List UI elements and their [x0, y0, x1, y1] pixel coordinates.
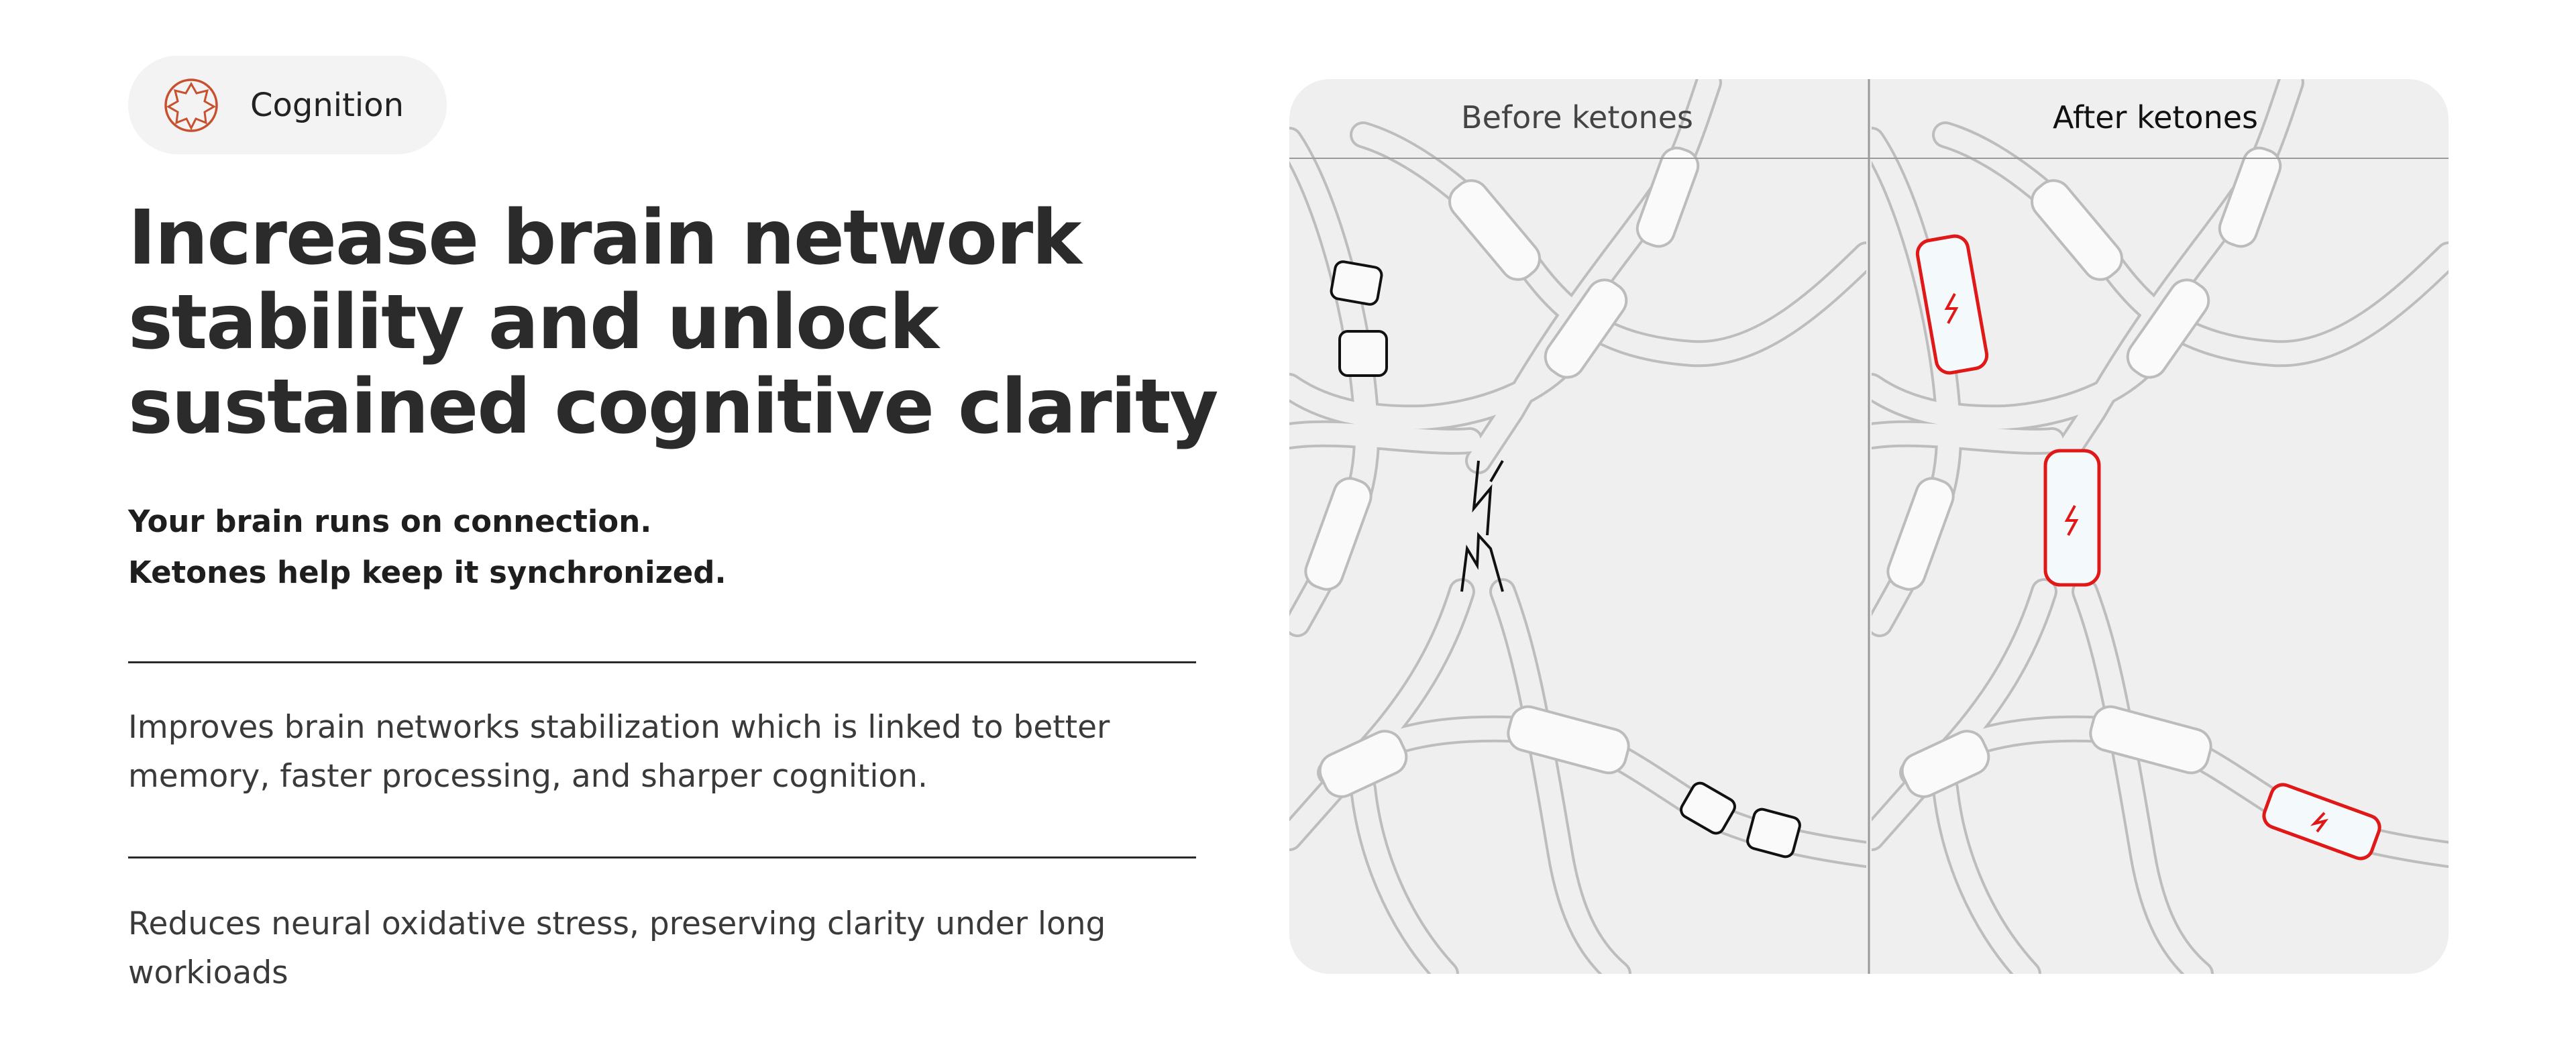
lightning-icon	[1944, 293, 2328, 833]
after-label: After ketones	[2053, 99, 2258, 135]
before-after-illustration: Before ketones After ketones	[1289, 79, 2449, 974]
subtitle-line: Your brain runs on connection.	[128, 504, 652, 539]
before-panel	[1289, 82, 1866, 974]
page-title: Increase brain network stability and unl…	[128, 196, 1235, 449]
category-badge: Cognition	[128, 56, 447, 154]
divider	[128, 661, 1196, 663]
benefit-text: Improves brain networks stabilization wh…	[128, 709, 1110, 795]
neural-network-illustration	[1289, 79, 2449, 974]
subtitle: Your brain runs on connection. Ketones h…	[128, 496, 727, 598]
broken-connection-icon	[1330, 260, 1801, 858]
title-line: Increase brain network	[128, 195, 1082, 282]
subtitle-line: Ketones help keep it synchronized.	[128, 555, 727, 590]
before-label: Before ketones	[1461, 99, 1693, 135]
benefit-text: Reduces neural oxidative stress, preserv…	[128, 905, 1106, 991]
after-panel	[1872, 82, 2449, 974]
badge-label: Cognition	[250, 86, 405, 124]
star-in-circle-icon	[164, 78, 218, 132]
title-line: stability and unlock	[128, 279, 939, 366]
title-line: sustained cognitive clarity	[128, 364, 1218, 451]
divider	[128, 856, 1196, 858]
